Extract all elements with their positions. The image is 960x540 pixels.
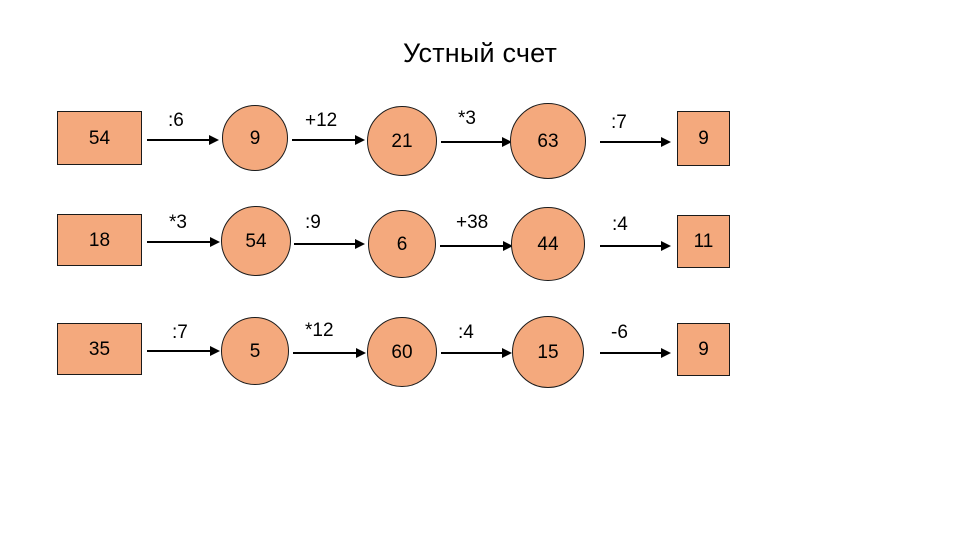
arrow-head xyxy=(502,347,512,358)
chain-1-node-2[interactable]: 21 xyxy=(367,106,437,176)
chain-1-node-1[interactable]: 9 xyxy=(222,105,288,171)
arrow-shaft xyxy=(294,243,356,245)
chain-2-arrow-2 xyxy=(294,238,366,249)
arrow-head xyxy=(356,347,366,358)
chain-1-arrow-3 xyxy=(441,136,513,147)
chain-1-start-box[interactable]: 54 xyxy=(57,111,142,165)
arrow-head xyxy=(661,136,671,147)
chain-1-result-box[interactable]: 9 xyxy=(677,111,730,166)
arrow-shaft xyxy=(147,241,211,243)
chain-2-operation-3: +38 xyxy=(456,212,489,233)
arrow-head xyxy=(502,136,512,147)
chain-2-start-box[interactable]: 18 xyxy=(57,214,142,266)
arrow-shaft xyxy=(293,352,357,354)
chain-3-operation-2: *12 xyxy=(305,320,334,341)
chain-3-arrow-3 xyxy=(441,347,513,358)
chain-1-operation-1: :6 xyxy=(168,110,184,131)
arrow-head xyxy=(210,345,220,356)
chain-3-operation-1: :7 xyxy=(172,322,188,343)
chain-3-operation-3: :4 xyxy=(458,322,474,343)
chain-3-node-1[interactable]: 5 xyxy=(221,317,289,385)
chain-1-operation-3: *3 xyxy=(458,108,476,129)
chain-2-arrow-3 xyxy=(440,240,514,251)
arrow-shaft xyxy=(600,141,662,143)
chain-3-arrow-2 xyxy=(293,347,367,358)
arrow-shaft xyxy=(440,245,504,247)
arrow-head xyxy=(503,240,513,251)
chain-1-operation-2: +12 xyxy=(305,110,338,131)
calculation-chain-3: 35 :7 5 *12 60 :4 15 -6 9 xyxy=(0,312,960,422)
chain-1-node-3[interactable]: 63 xyxy=(510,103,586,179)
arrow-head xyxy=(209,134,219,145)
arrow-head xyxy=(661,347,671,358)
arrow-shaft xyxy=(441,141,503,143)
arrow-head xyxy=(661,240,671,251)
arrow-shaft xyxy=(292,139,356,141)
chain-3-arrow-1 xyxy=(147,345,221,356)
chain-2-arrow-4 xyxy=(600,240,672,251)
chain-2-result-box[interactable]: 11 xyxy=(677,215,730,268)
chain-3-operation-4: -6 xyxy=(611,322,628,343)
chain-2-operation-4: :4 xyxy=(612,214,628,235)
arrow-shaft xyxy=(441,352,503,354)
chain-3-result-box[interactable]: 9 xyxy=(677,323,730,376)
arrow-shaft xyxy=(600,352,662,354)
chain-3-start-box[interactable]: 35 xyxy=(57,323,142,375)
calculation-chain-2: 18 *3 54 :9 6 +38 44 :4 11 xyxy=(0,202,960,312)
calculation-chain-1: 54 :6 9 +12 21 *3 63 :7 9 xyxy=(0,100,960,210)
arrow-shaft xyxy=(147,139,210,141)
arrow-head xyxy=(355,238,365,249)
chain-1-arrow-4 xyxy=(600,136,672,147)
chain-2-operation-2: :9 xyxy=(305,212,321,233)
chain-1-arrow-1 xyxy=(147,134,219,145)
chain-1-operation-4: :7 xyxy=(611,112,627,133)
arrow-shaft xyxy=(600,245,662,247)
chain-2-operation-1: *3 xyxy=(169,212,187,233)
arrow-shaft xyxy=(147,350,211,352)
chain-2-node-3[interactable]: 44 xyxy=(511,207,585,281)
arrow-head xyxy=(210,236,220,247)
chain-3-arrow-4 xyxy=(600,347,672,358)
page-title: Устный счет xyxy=(402,38,558,68)
arrow-head xyxy=(355,134,365,145)
chain-2-node-1[interactable]: 54 xyxy=(221,206,291,276)
chain-2-node-2[interactable]: 6 xyxy=(368,210,436,278)
chain-2-arrow-1 xyxy=(147,236,221,247)
chain-1-arrow-2 xyxy=(292,134,366,145)
chain-3-node-3[interactable]: 15 xyxy=(512,316,584,388)
chain-3-node-2[interactable]: 60 xyxy=(367,317,437,387)
